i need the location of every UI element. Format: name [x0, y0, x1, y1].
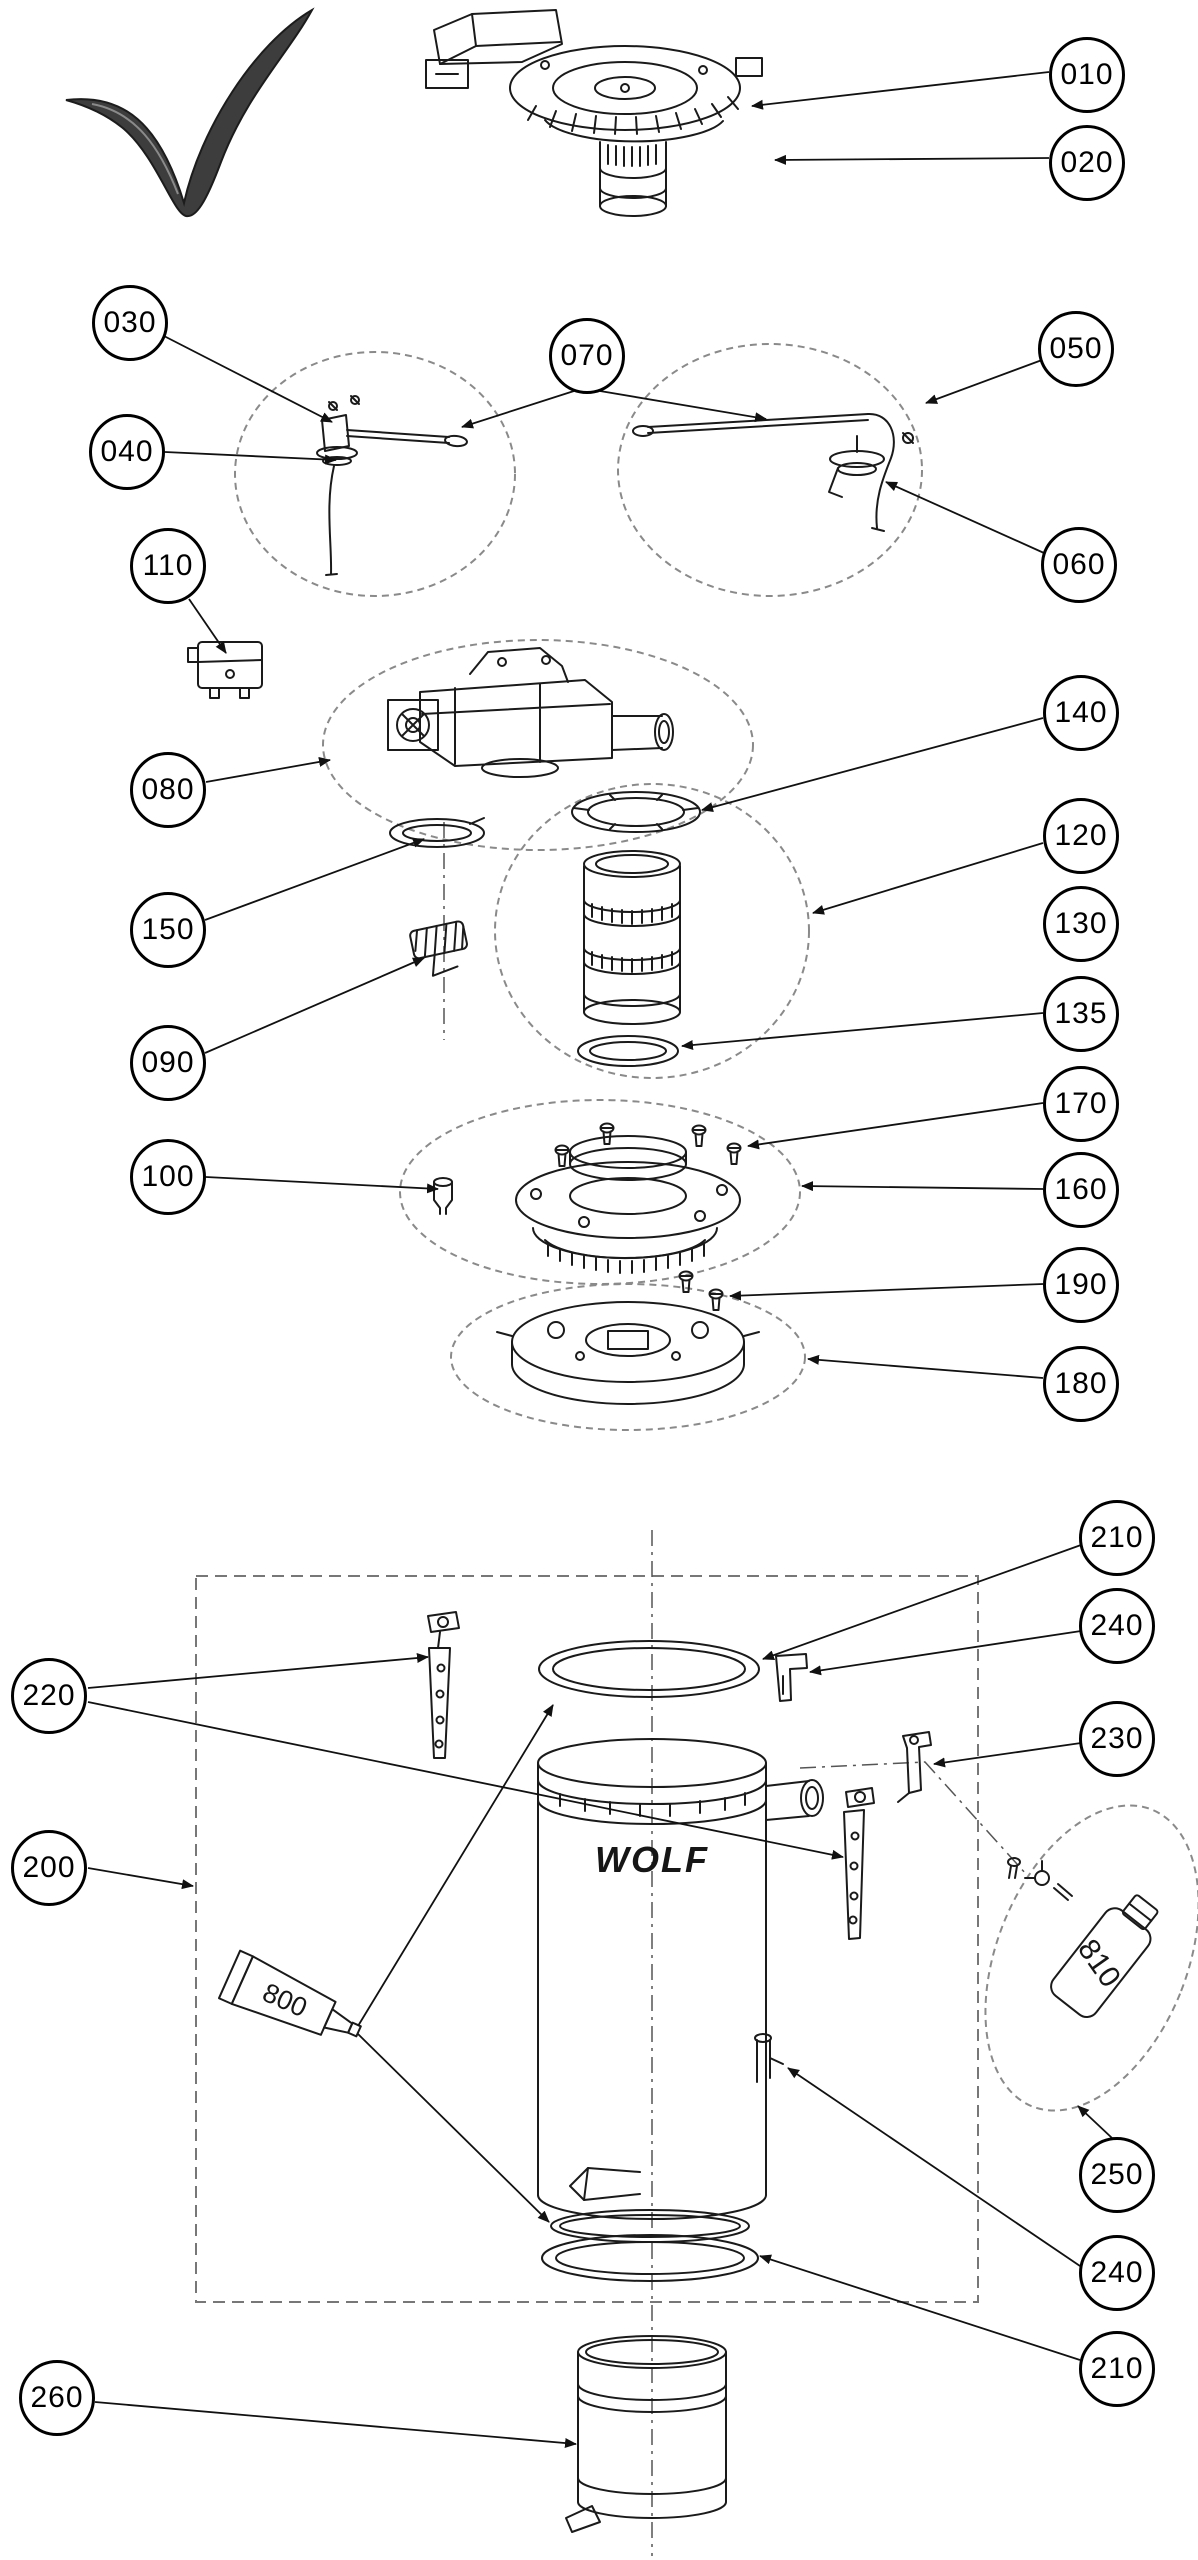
callout-100: 100 [130, 1139, 206, 1215]
dashed-group-outlines [234, 343, 1198, 2112]
callout-260: 260 [19, 2360, 95, 2436]
callout-210-bottom: 210 [1079, 2331, 1155, 2407]
callout-020: 020 [1049, 125, 1125, 201]
top-oring-drawing [538, 1640, 760, 1698]
centerlines [443, 822, 1027, 2556]
callout-240-top: 240 [1079, 1588, 1155, 1664]
callout-150: 150 [130, 892, 206, 968]
callout-110: 110 [130, 528, 206, 604]
flue-adapter-drawing [565, 2335, 727, 2533]
callout-230: 230 [1079, 1701, 1155, 1777]
callout-130: 130 [1043, 886, 1119, 962]
restrictor-drawing [409, 920, 468, 977]
callout-160: 160 [1043, 1152, 1119, 1228]
callout-220: 220 [11, 1658, 87, 1734]
heat-exchanger-cylinder-drawing [537, 1738, 824, 2220]
grease-tube-drawing [217, 1949, 362, 2038]
bottom-orings-drawing [541, 2209, 759, 2282]
gas-valve-assembly-drawing [387, 647, 674, 778]
mixing-tube-drawing [583, 850, 681, 1025]
callout-210-top: 210 [1079, 1500, 1155, 1576]
fan-flange-assembly-drawing [515, 1122, 742, 1274]
assembly-dashed-box [195, 1575, 979, 2303]
callout-060: 060 [1041, 527, 1117, 603]
callout-080: 080 [130, 752, 206, 828]
venturi-gasket-drawing [389, 817, 485, 848]
sensor-box-drawing [187, 641, 263, 699]
mounting-bracket-drawing [897, 1731, 932, 1803]
callout-050: 050 [1038, 311, 1114, 387]
callout-120: 120 [1043, 798, 1119, 874]
callout-010: 010 [1049, 37, 1125, 113]
tube-oring-drawing [577, 1035, 679, 1067]
callout-200: 200 [11, 1830, 87, 1906]
callout-190: 190 [1043, 1247, 1119, 1323]
callout-170: 170 [1043, 1066, 1119, 1142]
temperature-sensor2-drawing [843, 1787, 875, 1940]
callout-250: 250 [1079, 2137, 1155, 2213]
burner-gasket-ring-drawing [571, 791, 701, 833]
callout-070: 070 [549, 318, 625, 394]
ignition-electrode-drawing [316, 395, 468, 576]
callout-240-bottom: 240 [1079, 2235, 1155, 2311]
callout-180: 180 [1043, 1346, 1119, 1422]
callout-135: 135 [1043, 976, 1119, 1052]
leader-lines [87, 71, 1113, 2449]
callout-140: 140 [1043, 675, 1119, 751]
callout-030: 030 [92, 285, 168, 361]
retaining-clip-drawing [775, 1653, 808, 1702]
flange-plate-drawing [496, 1270, 760, 1405]
grease-bottle-drawing [1050, 1894, 1159, 2018]
small-fasteners-drawing [1007, 1857, 1073, 1901]
monitoring-electrode-drawing [632, 412, 914, 532]
injector-drawing [433, 1177, 453, 1215]
brand-check-logo [65, 7, 315, 218]
callout-040: 040 [89, 414, 165, 490]
callout-090: 090 [130, 1025, 206, 1101]
burner-assembly-drawing [425, 9, 763, 217]
temperature-sensor-drawing [427, 1611, 460, 1759]
wolf-logo-text: WOLF [595, 1839, 709, 1880]
